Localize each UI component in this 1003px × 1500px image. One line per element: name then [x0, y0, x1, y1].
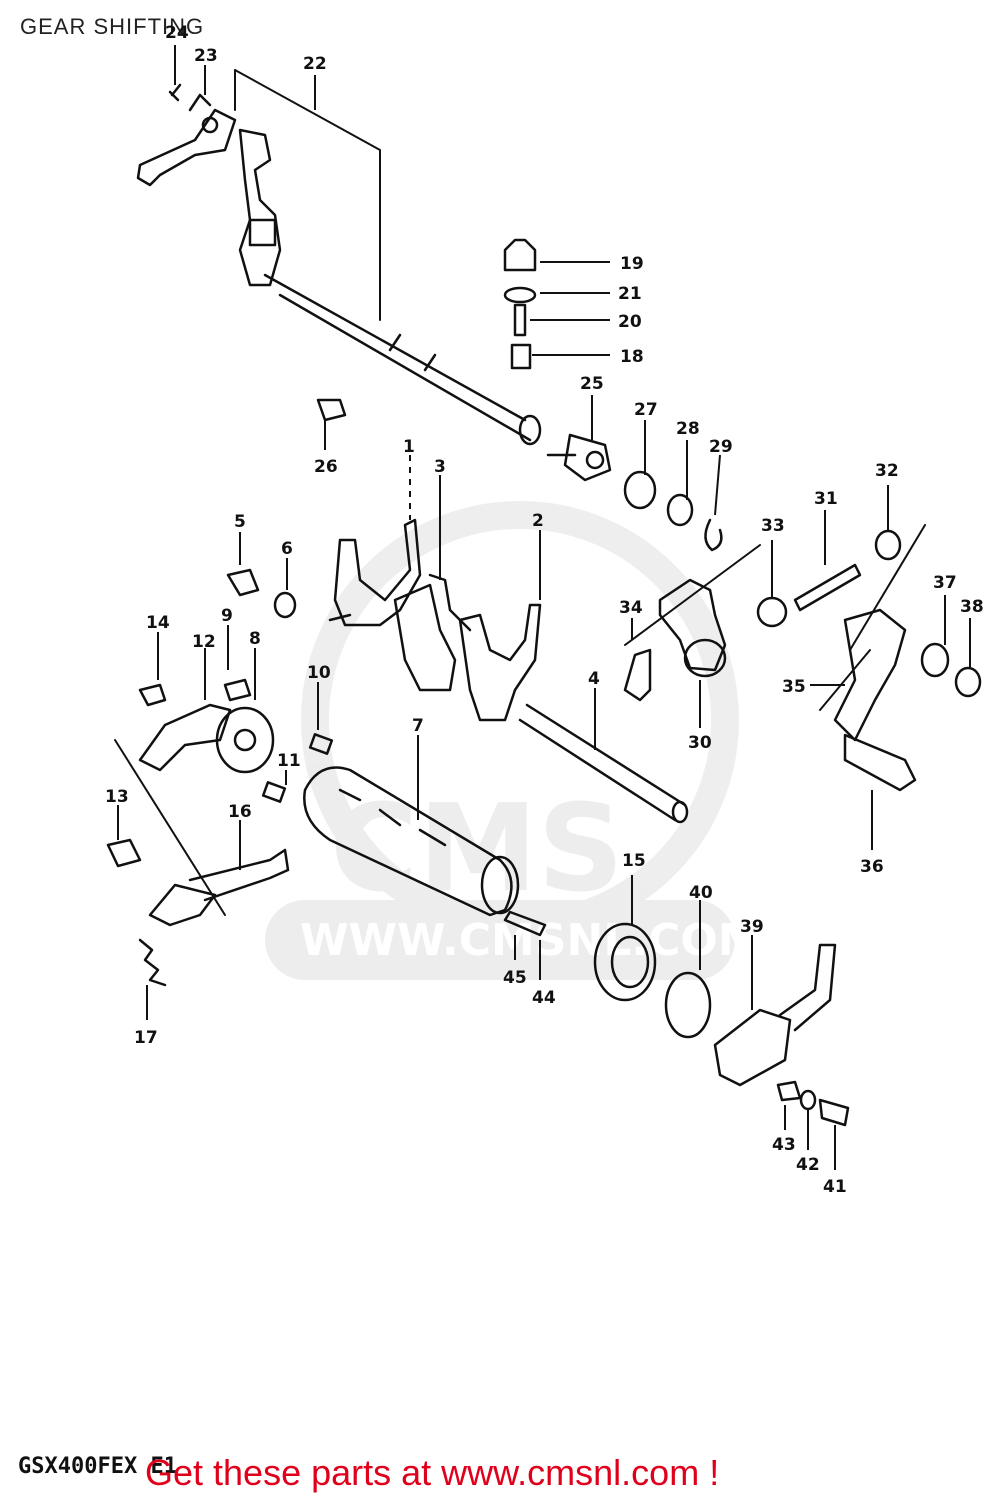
washer-37 [920, 642, 950, 678]
washer-28 [666, 493, 694, 527]
cam-driven-gear [138, 678, 275, 774]
callout-32: 32 [875, 461, 899, 481]
callout-12: 12 [192, 632, 216, 652]
gear-39 [713, 943, 837, 1087]
callout-23: 23 [194, 46, 218, 66]
bolt-5 [226, 568, 260, 597]
callout-40: 40 [689, 883, 713, 903]
spring-17 [138, 938, 167, 987]
callout-11: 11 [277, 751, 301, 771]
callout-14: 14 [146, 613, 170, 633]
leader-lines [117, 45, 971, 1170]
callout-9: 9 [221, 606, 233, 626]
callout-44: 44 [532, 988, 556, 1008]
pin-44 [503, 910, 547, 937]
bolt-13 [106, 838, 142, 868]
callout-5: 5 [234, 512, 246, 532]
diagram-title: GEAR SHIFTING [20, 14, 205, 39]
callout-25: 25 [580, 374, 604, 394]
callout-41: 41 [823, 1177, 847, 1197]
callout-38: 38 [960, 597, 984, 617]
model-code: GSX400FEX E1 [18, 1454, 177, 1479]
callout-1: 1 [403, 437, 415, 457]
callout-2: 2 [532, 511, 544, 531]
gearshift-lever [623, 524, 982, 792]
clip-38 [954, 666, 982, 698]
callout-37: 37 [933, 573, 957, 593]
cam-stopper [546, 433, 612, 482]
callout-45: 45 [503, 968, 527, 988]
callout-6: 6 [281, 539, 293, 559]
pin-10 [308, 733, 334, 755]
screw-26 [316, 398, 347, 422]
shift-fork-shaft [518, 703, 689, 824]
clip-29 [704, 518, 723, 552]
pin-11 [261, 781, 287, 803]
shaft-stopper-assembly [503, 238, 537, 370]
callout-27: 27 [634, 400, 658, 420]
bearing-27 [623, 470, 657, 510]
gearshift-shaft [136, 83, 542, 446]
callout-26: 26 [314, 457, 338, 477]
watermark-url: WWW.CMSNL.COM [300, 915, 762, 966]
lever-35 [833, 608, 907, 742]
o-ring-40 [664, 971, 712, 1039]
callout-24: 24 [165, 23, 189, 43]
callout-8: 8 [249, 629, 261, 649]
callout-16: 16 [228, 802, 252, 822]
watermark-brand: CMS [330, 780, 624, 919]
callout-15: 15 [622, 851, 646, 871]
callout-20: 20 [618, 312, 642, 332]
shift-forks [328, 518, 542, 722]
lever-16 [188, 848, 290, 902]
callout-10: 10 [307, 663, 331, 683]
callout-19: 19 [620, 254, 644, 274]
callout-17: 17 [134, 1028, 158, 1048]
callout-30: 30 [688, 733, 712, 753]
callout-34: 34 [619, 598, 643, 618]
cam-gear-15 [593, 922, 657, 1002]
callout-28: 28 [676, 419, 700, 439]
bearing-33 [756, 596, 788, 628]
callout-labels: 1 2 3 4 5 6 7 8 9 10 11 12 13 14 15 16 1… [105, 23, 984, 1197]
callout-35: 35 [782, 677, 806, 697]
gearshift-cam [303, 766, 520, 917]
callout-39: 39 [740, 917, 764, 937]
screw-43 [776, 1080, 802, 1102]
callout-21: 21 [618, 284, 642, 304]
nut-32 [874, 529, 902, 561]
callout-42: 42 [796, 1155, 820, 1175]
callout-18: 18 [620, 347, 644, 367]
callout-43: 43 [772, 1135, 796, 1155]
callout-7: 7 [412, 716, 424, 736]
callout-22: 22 [303, 54, 327, 74]
promo-link[interactable]: Get these parts at www.cmsnl.com ! [145, 1452, 720, 1493]
callout-29: 29 [709, 437, 733, 457]
callout-36: 36 [860, 857, 884, 877]
washer-6 [273, 591, 297, 619]
pedal-rubber-36 [843, 733, 917, 792]
watermark: CMS WWW.CMSNL.COM [265, 501, 762, 980]
callout-4: 4 [588, 669, 600, 689]
callout-31: 31 [814, 489, 838, 509]
callout-3: 3 [434, 457, 446, 477]
bolt-41 [818, 1098, 850, 1127]
callout-33: 33 [761, 516, 785, 536]
washer-42 [799, 1089, 817, 1111]
shaft-31 [793, 563, 862, 612]
callout-13: 13 [105, 787, 129, 807]
bolt-34 [623, 648, 652, 702]
